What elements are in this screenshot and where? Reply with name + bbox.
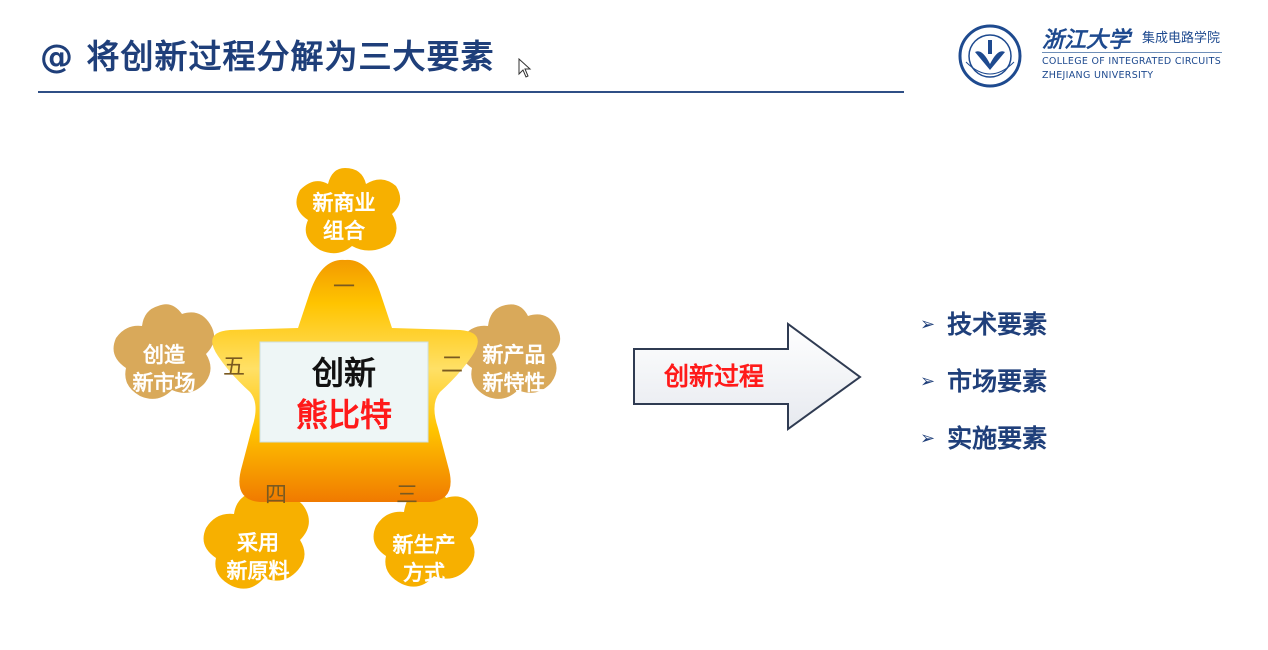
petal-top — [296, 168, 401, 254]
petal-left-line1: 创造 — [142, 343, 186, 367]
petal-left-line2: 新市场 — [133, 371, 196, 395]
center-box — [259, 341, 429, 443]
process-arrow-icon — [633, 322, 862, 431]
university-seal-icon — [958, 24, 1022, 88]
college-name-en: COLLEGE OF INTEGRATED CIRCUITS — [1042, 56, 1222, 67]
numeral-one: 一 — [333, 275, 355, 300]
arrow-bullet-icon: ➢ — [920, 371, 936, 392]
center-text-innovation: 创新 — [311, 354, 376, 392]
numeral-four: 四 — [265, 483, 287, 508]
list-item-label: 技术要素 — [947, 310, 1048, 339]
petal-bottom-left-line1: 采用 — [237, 531, 279, 555]
petal-bottom-right — [373, 487, 479, 587]
list-item-label: 实施要素 — [947, 424, 1048, 453]
petal-right-line1: 新产品 — [483, 343, 546, 367]
title-underline — [38, 91, 904, 93]
petal-top-line2: 组合 — [323, 219, 366, 243]
list-item: ➢ 实施要素 — [920, 417, 1047, 474]
list-item: ➢ 市场要素 — [920, 360, 1047, 417]
numeral-three: 三 — [396, 483, 418, 508]
petal-bottom-left-line2: 新原料 — [227, 559, 290, 583]
numeral-two: 二 — [441, 353, 463, 378]
innovation-process-label: 创新过程 — [664, 362, 765, 391]
petal-right — [459, 304, 561, 399]
slide-title: @ 将创新过程分解为三大要素 — [40, 37, 495, 76]
arrow-bullet-icon: ➢ — [920, 428, 936, 449]
petal-bottom-right-line1: 新生产 — [393, 533, 456, 557]
center-text-schumpeter: 熊比特 — [296, 396, 392, 434]
petal-right-line2: 新特性 — [483, 371, 546, 395]
list-item-label: 市场要素 — [947, 367, 1048, 396]
college-name-cn: 集成电路学院 — [1142, 31, 1221, 46]
mouse-cursor-icon — [518, 58, 532, 78]
numeral-five: 五 — [223, 355, 245, 380]
petal-bottom-right-line2: 方式 — [403, 561, 445, 585]
logo-divider — [1042, 52, 1222, 53]
university-name-en: ZHEJIANG UNIVERSITY — [1042, 70, 1154, 81]
petal-bottom-left — [203, 489, 309, 589]
university-name-cn: 浙江大学 — [1042, 27, 1131, 53]
petal-top-line1: 新商业 — [313, 191, 376, 215]
petal-left — [113, 304, 215, 399]
innovation-star-diagram: 创新 熊比特 一 二 三 四 五 新商业 组合 新产品 新特性 创造 新市场 新… — [113, 168, 561, 589]
three-elements-list: ➢ 技术要素 ➢ 市场要素 ➢ 实施要素 — [920, 303, 1047, 474]
arrow-bullet-icon: ➢ — [920, 314, 936, 335]
university-logo: 浙江大学 集成电路学院 COLLEGE OF INTEGRATED CIRCUI… — [958, 20, 1228, 90]
list-item: ➢ 技术要素 — [920, 303, 1047, 360]
